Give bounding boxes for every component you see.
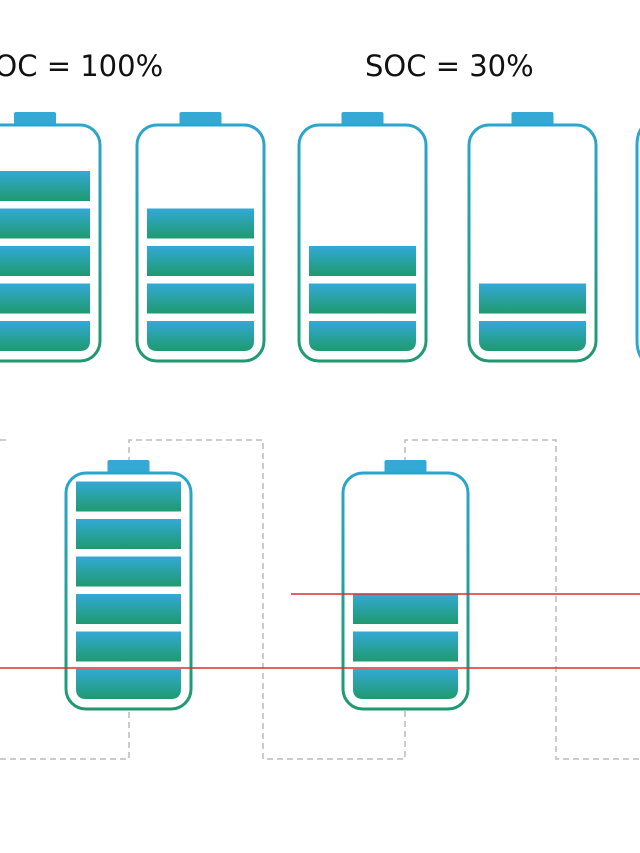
top-battery-4 — [467, 112, 598, 363]
battery-cell — [76, 519, 181, 549]
dashed-wire-1 — [0, 710, 130, 760]
battery-cell — [353, 594, 458, 624]
dashed-wire-3 — [404, 439, 640, 760]
battery-cell — [147, 283, 254, 314]
battery-cell — [309, 321, 416, 351]
battery-cell — [147, 208, 254, 239]
battery-cell — [479, 283, 586, 314]
battery-cell — [309, 246, 416, 276]
red-level-lines — [0, 593, 640, 669]
battery-cap — [511, 112, 554, 126]
top-battery-2 — [135, 112, 266, 363]
battery-cell — [147, 246, 254, 276]
bottom-battery-2 — [341, 460, 470, 711]
battery-cell — [76, 594, 181, 624]
battery-cell — [0, 283, 90, 314]
battery-cell — [353, 669, 458, 699]
battery-cap — [179, 112, 222, 126]
bottom-battery-1 — [64, 460, 193, 711]
battery-cell — [76, 481, 181, 512]
battery-cell — [0, 208, 90, 239]
soc-30-label: SOC = 30% — [365, 49, 534, 83]
soc-100-label: SOC = 100% — [0, 49, 164, 83]
battery-cell — [147, 321, 254, 351]
battery-cell — [0, 171, 90, 201]
battery-cap — [14, 112, 56, 126]
battery-cell — [76, 631, 181, 662]
battery-cell — [479, 321, 586, 351]
dashed-connection-lines — [0, 439, 640, 760]
dashed-wire-2 — [128, 439, 406, 760]
battery-cell — [76, 556, 181, 587]
battery-cell — [76, 669, 181, 699]
battery-cell — [0, 321, 90, 351]
battery-cap — [341, 112, 384, 126]
battery-cell — [0, 246, 90, 276]
top-battery-3 — [297, 112, 428, 363]
battery-cell — [309, 283, 416, 314]
battery-cell — [353, 631, 458, 662]
battery-cap — [384, 460, 427, 474]
battery-cap — [107, 460, 150, 474]
partial-battery-edge — [635, 127, 640, 359]
top-battery-1 — [0, 112, 102, 363]
